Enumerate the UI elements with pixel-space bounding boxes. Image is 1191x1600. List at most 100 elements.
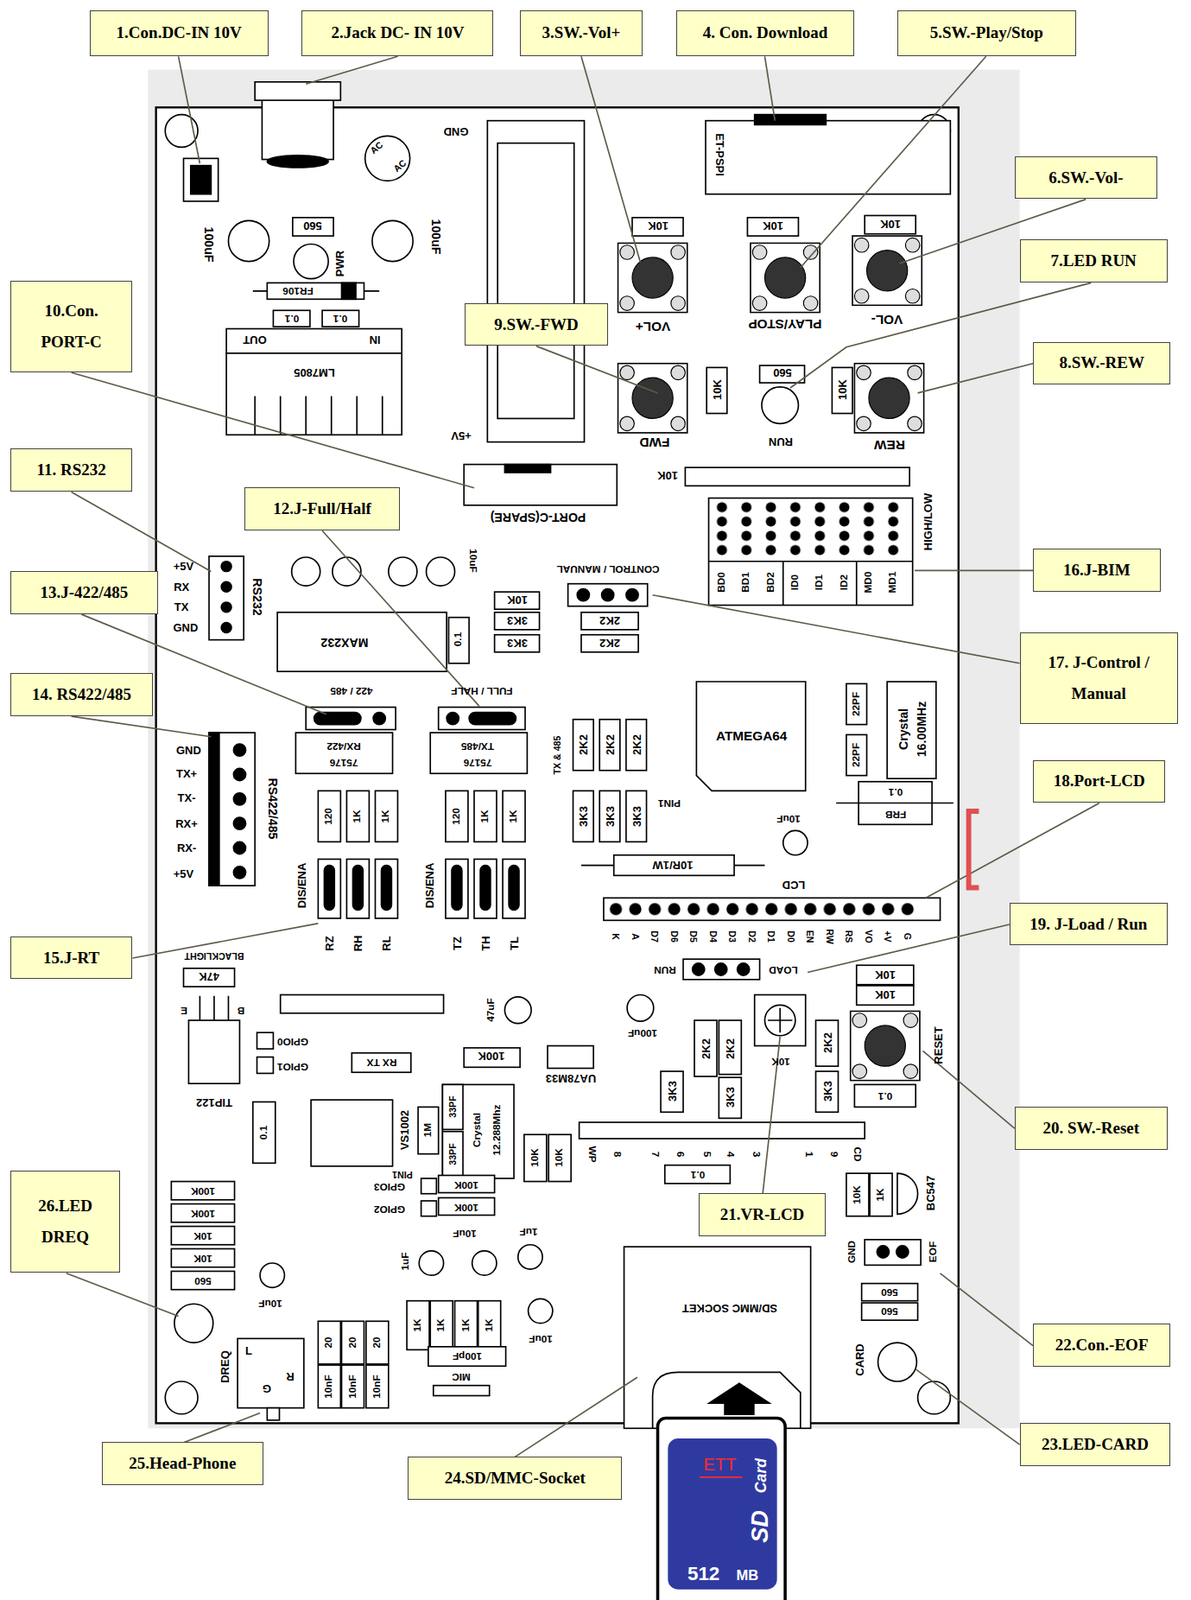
silkscreen-label: GND bbox=[443, 126, 469, 139]
capacitor-symbol bbox=[228, 220, 269, 261]
silkscreen-label: RW bbox=[824, 928, 835, 944]
solder-pad bbox=[257, 1032, 274, 1049]
leader-line bbox=[305, 56, 398, 84]
callout-text: 21.VR-LCD bbox=[720, 1203, 805, 1225]
silkscreen-label: LCD bbox=[781, 879, 805, 891]
silkscreen-label: 2K2 bbox=[821, 1032, 833, 1053]
silkscreen-label: TX & 485 bbox=[551, 734, 562, 774]
resistor-symbol bbox=[548, 1133, 571, 1181]
capacitor-box bbox=[854, 1083, 916, 1107]
pin-dot bbox=[221, 561, 232, 572]
jumper-symbol bbox=[445, 858, 469, 918]
eof-connector bbox=[864, 1239, 921, 1266]
callout-text: 15.J-RT bbox=[43, 947, 100, 969]
silkscreen-label: ID0 bbox=[790, 574, 801, 590]
silkscreen-label: D4 bbox=[708, 930, 718, 943]
pin-dot bbox=[692, 962, 705, 976]
dc-jack-base bbox=[266, 155, 329, 168]
callout-text: 14. RS422/485 bbox=[31, 684, 132, 705]
silkscreen-label: 2K2 bbox=[599, 637, 621, 649]
silkscreen-label: 10K bbox=[530, 1147, 541, 1167]
silkscreen-label: GND bbox=[172, 621, 198, 634]
resistor-symbol bbox=[463, 1047, 520, 1067]
silkscreen-label: SD/MMC SOCKET bbox=[682, 1302, 778, 1314]
silkscreen-label: FULL / HALF bbox=[451, 684, 514, 696]
callout-box: 5.SW.-Play/Stop bbox=[897, 10, 1077, 57]
capacitor-symbol bbox=[418, 1250, 444, 1275]
capacitor-box bbox=[846, 734, 868, 775]
resistor-symbol bbox=[171, 1248, 235, 1267]
silkscreen-label: 10uF bbox=[258, 1297, 283, 1308]
silkscreen-label: PORT-C(SPARE) bbox=[490, 510, 587, 523]
pin-dot bbox=[373, 711, 386, 724]
push-switch bbox=[750, 242, 820, 312]
jumper-dividers bbox=[709, 561, 913, 606]
silkscreen-label: 33PF bbox=[448, 1143, 458, 1166]
pin-dot bbox=[601, 589, 615, 602]
callout-box: 19. J-Load / Run bbox=[1009, 902, 1168, 946]
silkscreen-label: 560 bbox=[304, 221, 324, 233]
silkscreen-label: 10K bbox=[874, 969, 896, 981]
silkscreen-label: RX TX bbox=[366, 1056, 397, 1067]
jumper-symbol bbox=[346, 858, 369, 918]
silkscreen-label: WP bbox=[586, 1146, 597, 1163]
silkscreen-label: VOL+ bbox=[634, 319, 670, 333]
silkscreen-label: 1K bbox=[436, 1317, 447, 1331]
silkscreen-label: 1K bbox=[353, 809, 364, 823]
resistor-network bbox=[280, 994, 444, 1014]
silkscreen-label: 1M bbox=[423, 1122, 434, 1137]
callout-box: 1.Con.DC-IN 10V bbox=[89, 10, 269, 57]
silkscreen-label: 10K bbox=[762, 221, 784, 233]
transistor-body bbox=[188, 1019, 240, 1084]
silkscreen-label: 100K bbox=[190, 1207, 216, 1218]
leader-line bbox=[764, 56, 775, 121]
leader-line bbox=[918, 363, 1033, 393]
callout-box: 15.J-RT bbox=[10, 936, 134, 980]
silkscreen-label: TIP122 bbox=[196, 1097, 233, 1109]
leader-line bbox=[914, 570, 1033, 572]
silkscreen-label: TX- bbox=[177, 791, 197, 804]
silkscreen-label: 10K bbox=[772, 1055, 792, 1066]
silkscreen-label: MD1 bbox=[887, 571, 899, 594]
leader-line bbox=[940, 1273, 1033, 1346]
silkscreen-label: D7 bbox=[650, 930, 660, 943]
silkscreen-label: D5 bbox=[689, 930, 699, 943]
resistor-symbol bbox=[856, 964, 914, 984]
silkscreen-label: CD bbox=[851, 1146, 862, 1162]
silkscreen-label: IN bbox=[369, 335, 381, 347]
resistor-symbol bbox=[831, 367, 853, 413]
silkscreen-label: 20 bbox=[348, 1336, 359, 1348]
silkscreen-label: RX/422 bbox=[326, 740, 361, 751]
silkscreen-label: 100K bbox=[453, 1178, 478, 1190]
mcu-chip bbox=[696, 681, 805, 791]
silkscreen-label: 100K bbox=[190, 1184, 216, 1196]
silkscreen-label: 10uF bbox=[453, 1228, 478, 1239]
heatsink bbox=[226, 353, 402, 435]
silkscreen-label: OUT bbox=[242, 335, 267, 347]
leader-line bbox=[71, 491, 212, 571]
leader-line bbox=[652, 595, 1020, 664]
capacitor-box bbox=[442, 1131, 463, 1179]
callout-box: 8.SW.-REW bbox=[1032, 342, 1171, 386]
silkscreen-label: TH bbox=[479, 935, 491, 951]
capacitor-symbol bbox=[528, 1298, 553, 1323]
pin-dot bbox=[233, 866, 246, 879]
silkscreen-label: CARD bbox=[854, 1343, 866, 1375]
silkscreen-label: 0.1 bbox=[887, 785, 902, 797]
silkscreen-label: 1K bbox=[484, 1317, 495, 1331]
resistor-symbol bbox=[474, 790, 497, 842]
callout-text: 23.LED-CARD bbox=[1041, 1433, 1149, 1455]
filter-symbol bbox=[858, 781, 932, 825]
regulator-body bbox=[547, 1045, 594, 1069]
resistor-symbol bbox=[573, 719, 595, 771]
resistor-symbol bbox=[694, 1019, 717, 1077]
trimmer-cross bbox=[767, 1007, 792, 1033]
callout-text: 12.J-Full/Half bbox=[272, 498, 371, 520]
jumper-cap bbox=[480, 865, 491, 911]
capacitor-box bbox=[428, 1346, 507, 1366]
callout-text: 26.LED DREQ bbox=[18, 1190, 114, 1253]
resistor-symbol bbox=[317, 790, 341, 842]
pin-dot bbox=[233, 743, 246, 756]
silkscreen-label: 6 bbox=[675, 1151, 686, 1158]
callout-text: 5.SW.-Play/Stop bbox=[930, 22, 1044, 44]
